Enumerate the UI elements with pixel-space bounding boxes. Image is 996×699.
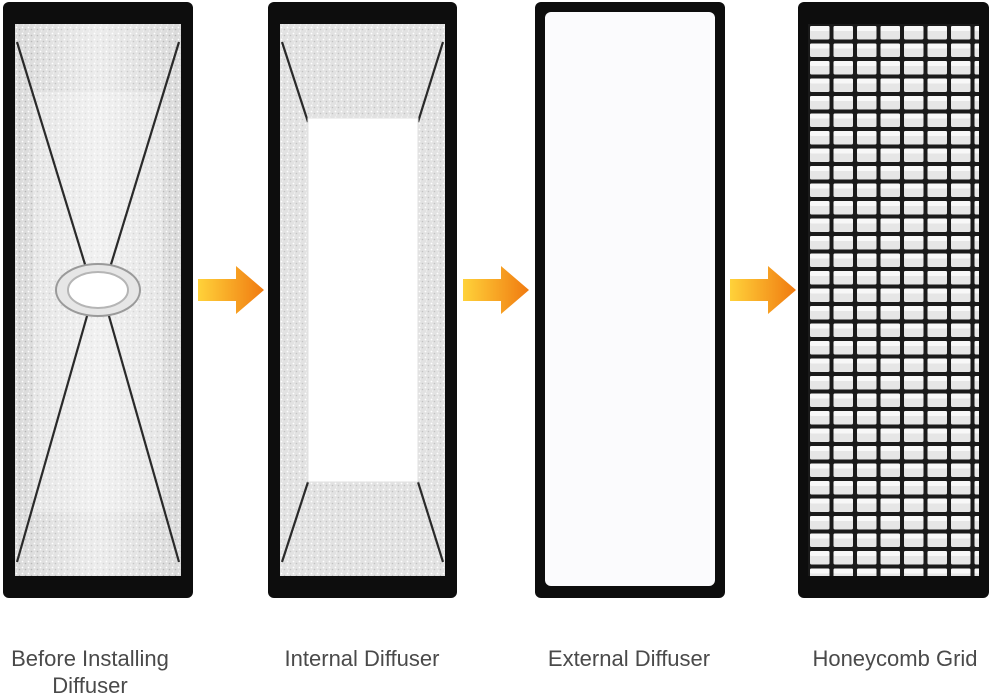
arrow-right-icon	[198, 266, 264, 314]
softbox-bare-illustration	[15, 24, 181, 576]
internal-diffuser-illustration	[280, 24, 445, 576]
softbox-bare-panel	[3, 2, 193, 598]
caption-before-installing-diffuser: Before Installing Diffuser	[11, 646, 169, 698]
external-diffuser-illustration	[545, 12, 715, 586]
arrow-right-icon	[730, 266, 796, 314]
external-diffuser-panel	[535, 2, 725, 598]
caption-internal-diffuser: Internal Diffuser	[284, 646, 440, 671]
honeycomb-grid-panel	[798, 2, 989, 598]
arrow-right-icon	[463, 266, 529, 314]
internal-diffuser-panel	[268, 2, 457, 598]
caption-honeycomb-grid: Honeycomb Grid	[812, 646, 978, 671]
caption-external-diffuser: External Diffuser	[547, 646, 711, 671]
honeycomb-grid-illustration	[808, 24, 979, 576]
